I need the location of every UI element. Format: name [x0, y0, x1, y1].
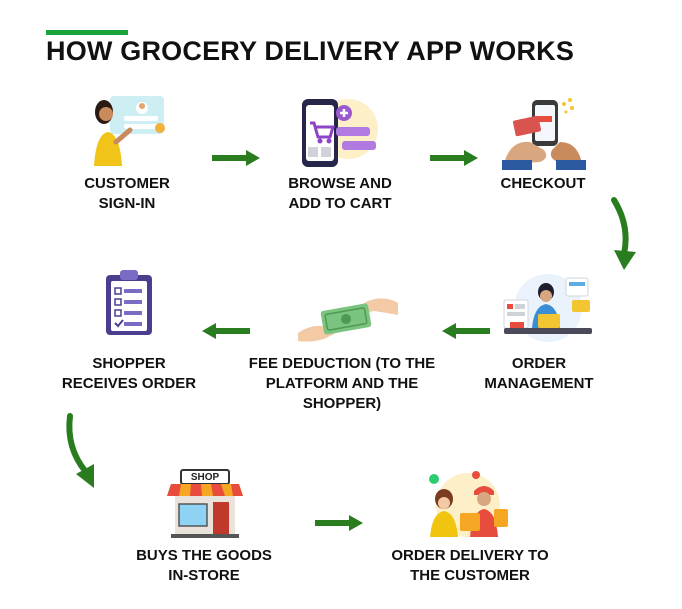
shop-storefront-icon: SHOP — [167, 468, 243, 540]
order-management-icon — [498, 270, 596, 344]
arrow-curve-down-right — [611, 197, 636, 270]
delivery-courier-icon — [416, 469, 512, 539]
title-accent-bar — [46, 30, 128, 35]
checkout-card-icon — [500, 96, 586, 170]
arrow-right-2 — [430, 150, 478, 166]
arrow-curve-down-left — [66, 413, 94, 488]
step-label-order-management: ORDER MANAGEMENT — [484, 355, 594, 392]
arrow-left-1 — [442, 323, 490, 339]
step-label-checkout: CHECKOUT — [500, 175, 586, 192]
clipboard-checklist-icon — [104, 267, 154, 337]
step-label-order-delivery: ORDER DELIVERY TO THE CUSTOMER — [391, 547, 549, 584]
step-label-customer-signin: CUSTOMER SIGN-IN — [84, 175, 170, 212]
arrow-right-1 — [212, 150, 260, 166]
arrow-left-2 — [202, 323, 250, 339]
step-label-browse-cart: BROWSE AND ADD TO CART — [288, 175, 392, 212]
money-handover-icon — [298, 293, 398, 345]
step-label-buys-goods: BUYS THE GOODS IN-STORE — [136, 547, 272, 584]
phone-cart-icon — [292, 93, 384, 171]
arrow-right-3 — [315, 515, 363, 531]
shop-sign-text: SHOP — [190, 472, 220, 483]
page-title: HOW GROCERY DELIVERY APP WORKS — [46, 36, 575, 66]
step-label-fee-deduction: FEE DEDUCTION (TO THE PLATFORM AND THE S… — [248, 355, 436, 412]
step-label-shopper-receives: SHOPPER RECEIVES ORDER — [61, 355, 197, 392]
customer-signin-icon — [88, 92, 168, 170]
